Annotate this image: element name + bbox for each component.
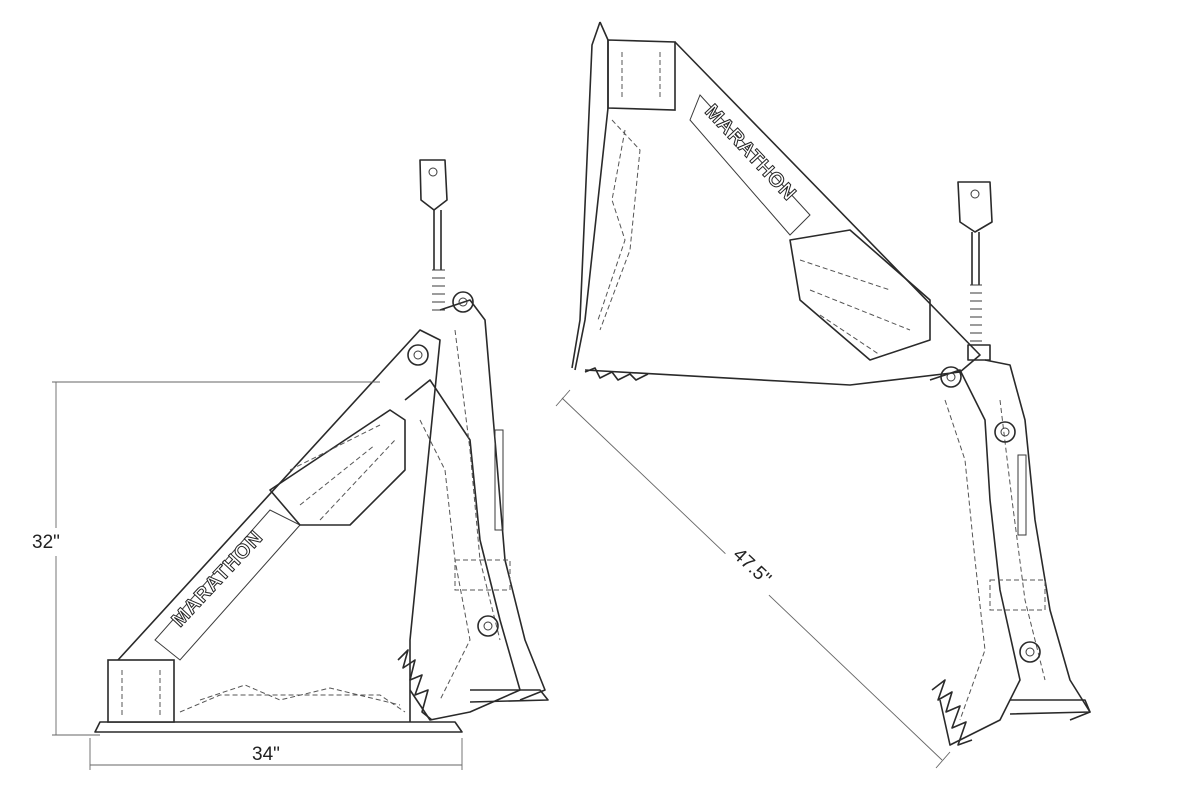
right-pin-low — [1019, 641, 1041, 663]
right-front-blade — [929, 369, 1021, 746]
left-brand-panel: MARATHON — [154, 509, 301, 661]
left-back-block — [107, 659, 175, 723]
right-lever — [957, 181, 993, 361]
right-brand-panel: MARATHON — [689, 94, 811, 236]
right-top-teeth — [584, 367, 649, 381]
left-teeth — [397, 649, 433, 721]
width-dimension: 34" — [89, 738, 463, 770]
right-bottom-teeth — [931, 679, 973, 746]
right-base-plate — [574, 21, 609, 371]
left-front-blade — [404, 379, 521, 721]
left-main-plate — [117, 329, 441, 722]
height-dimension: 32" — [30, 381, 380, 736]
left-base-plate — [94, 721, 463, 733]
left-pin-low — [477, 615, 499, 637]
width-label: 34" — [252, 744, 280, 765]
right-back-block — [607, 39, 676, 111]
right-pin-mid — [994, 421, 1016, 443]
right-view: MARATHON — [571, 21, 1091, 746]
left-view: MARATHON — [94, 159, 549, 733]
reach-dimension: 47.5" — [555, 389, 951, 769]
left-lever — [419, 159, 448, 311]
left-pin-mid — [407, 344, 429, 366]
height-label: 32" — [32, 532, 60, 553]
left-pin-top — [452, 291, 474, 313]
right-pin-top — [940, 366, 962, 388]
